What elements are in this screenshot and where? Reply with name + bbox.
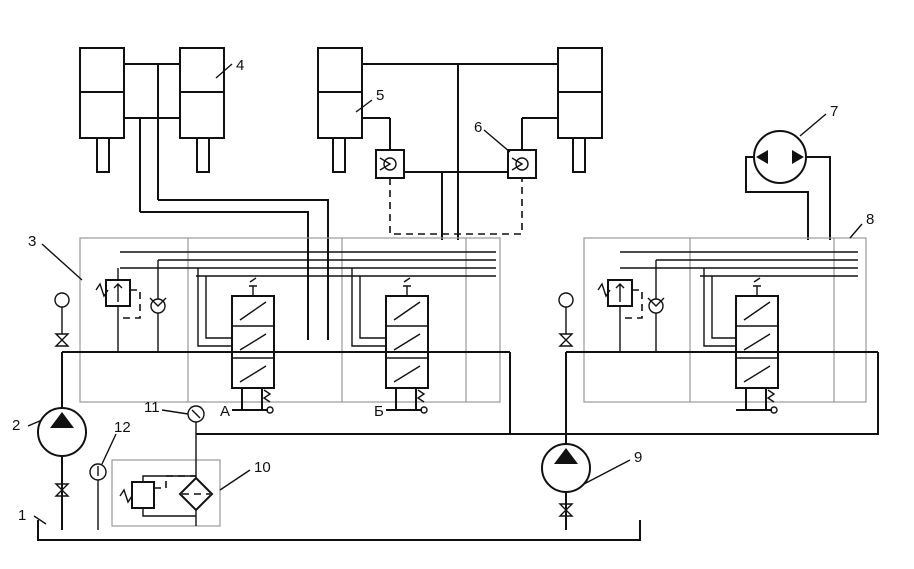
tank [37,520,641,541]
pump-2 [37,292,87,530]
label-11: 11 [144,399,160,416]
hydraulic-motor-7 [745,130,831,240]
pump-9 [541,292,591,530]
cylinder-pair-5 [317,47,603,240]
label-valve-b: Б [374,403,384,420]
label-4: 4 [236,57,244,74]
leader-lines [27,63,863,525]
connection-pipes [140,199,329,340]
label-3: 3 [28,233,36,250]
callout-labels: 1 2 3 4 5 6 7 8 9 10 11 12 А Б [12,57,874,524]
gauge-12 [89,463,107,530]
filter-unit-10 [111,422,510,527]
label-2: 2 [12,417,20,434]
cylinder-pair-4 [79,47,225,212]
label-valve-a: А [220,403,230,420]
check-valves-6 [375,149,537,240]
label-10: 10 [254,459,271,476]
label-9: 9 [634,449,642,466]
label-1: 1 [18,507,26,524]
label-6: 6 [474,119,482,136]
valve-block-3 [62,237,511,434]
label-7: 7 [830,103,838,120]
label-5: 5 [376,87,384,104]
label-12: 12 [114,419,131,436]
valve-block-8 [510,237,879,435]
gauge-11 [187,405,205,423]
label-8: 8 [866,211,874,228]
